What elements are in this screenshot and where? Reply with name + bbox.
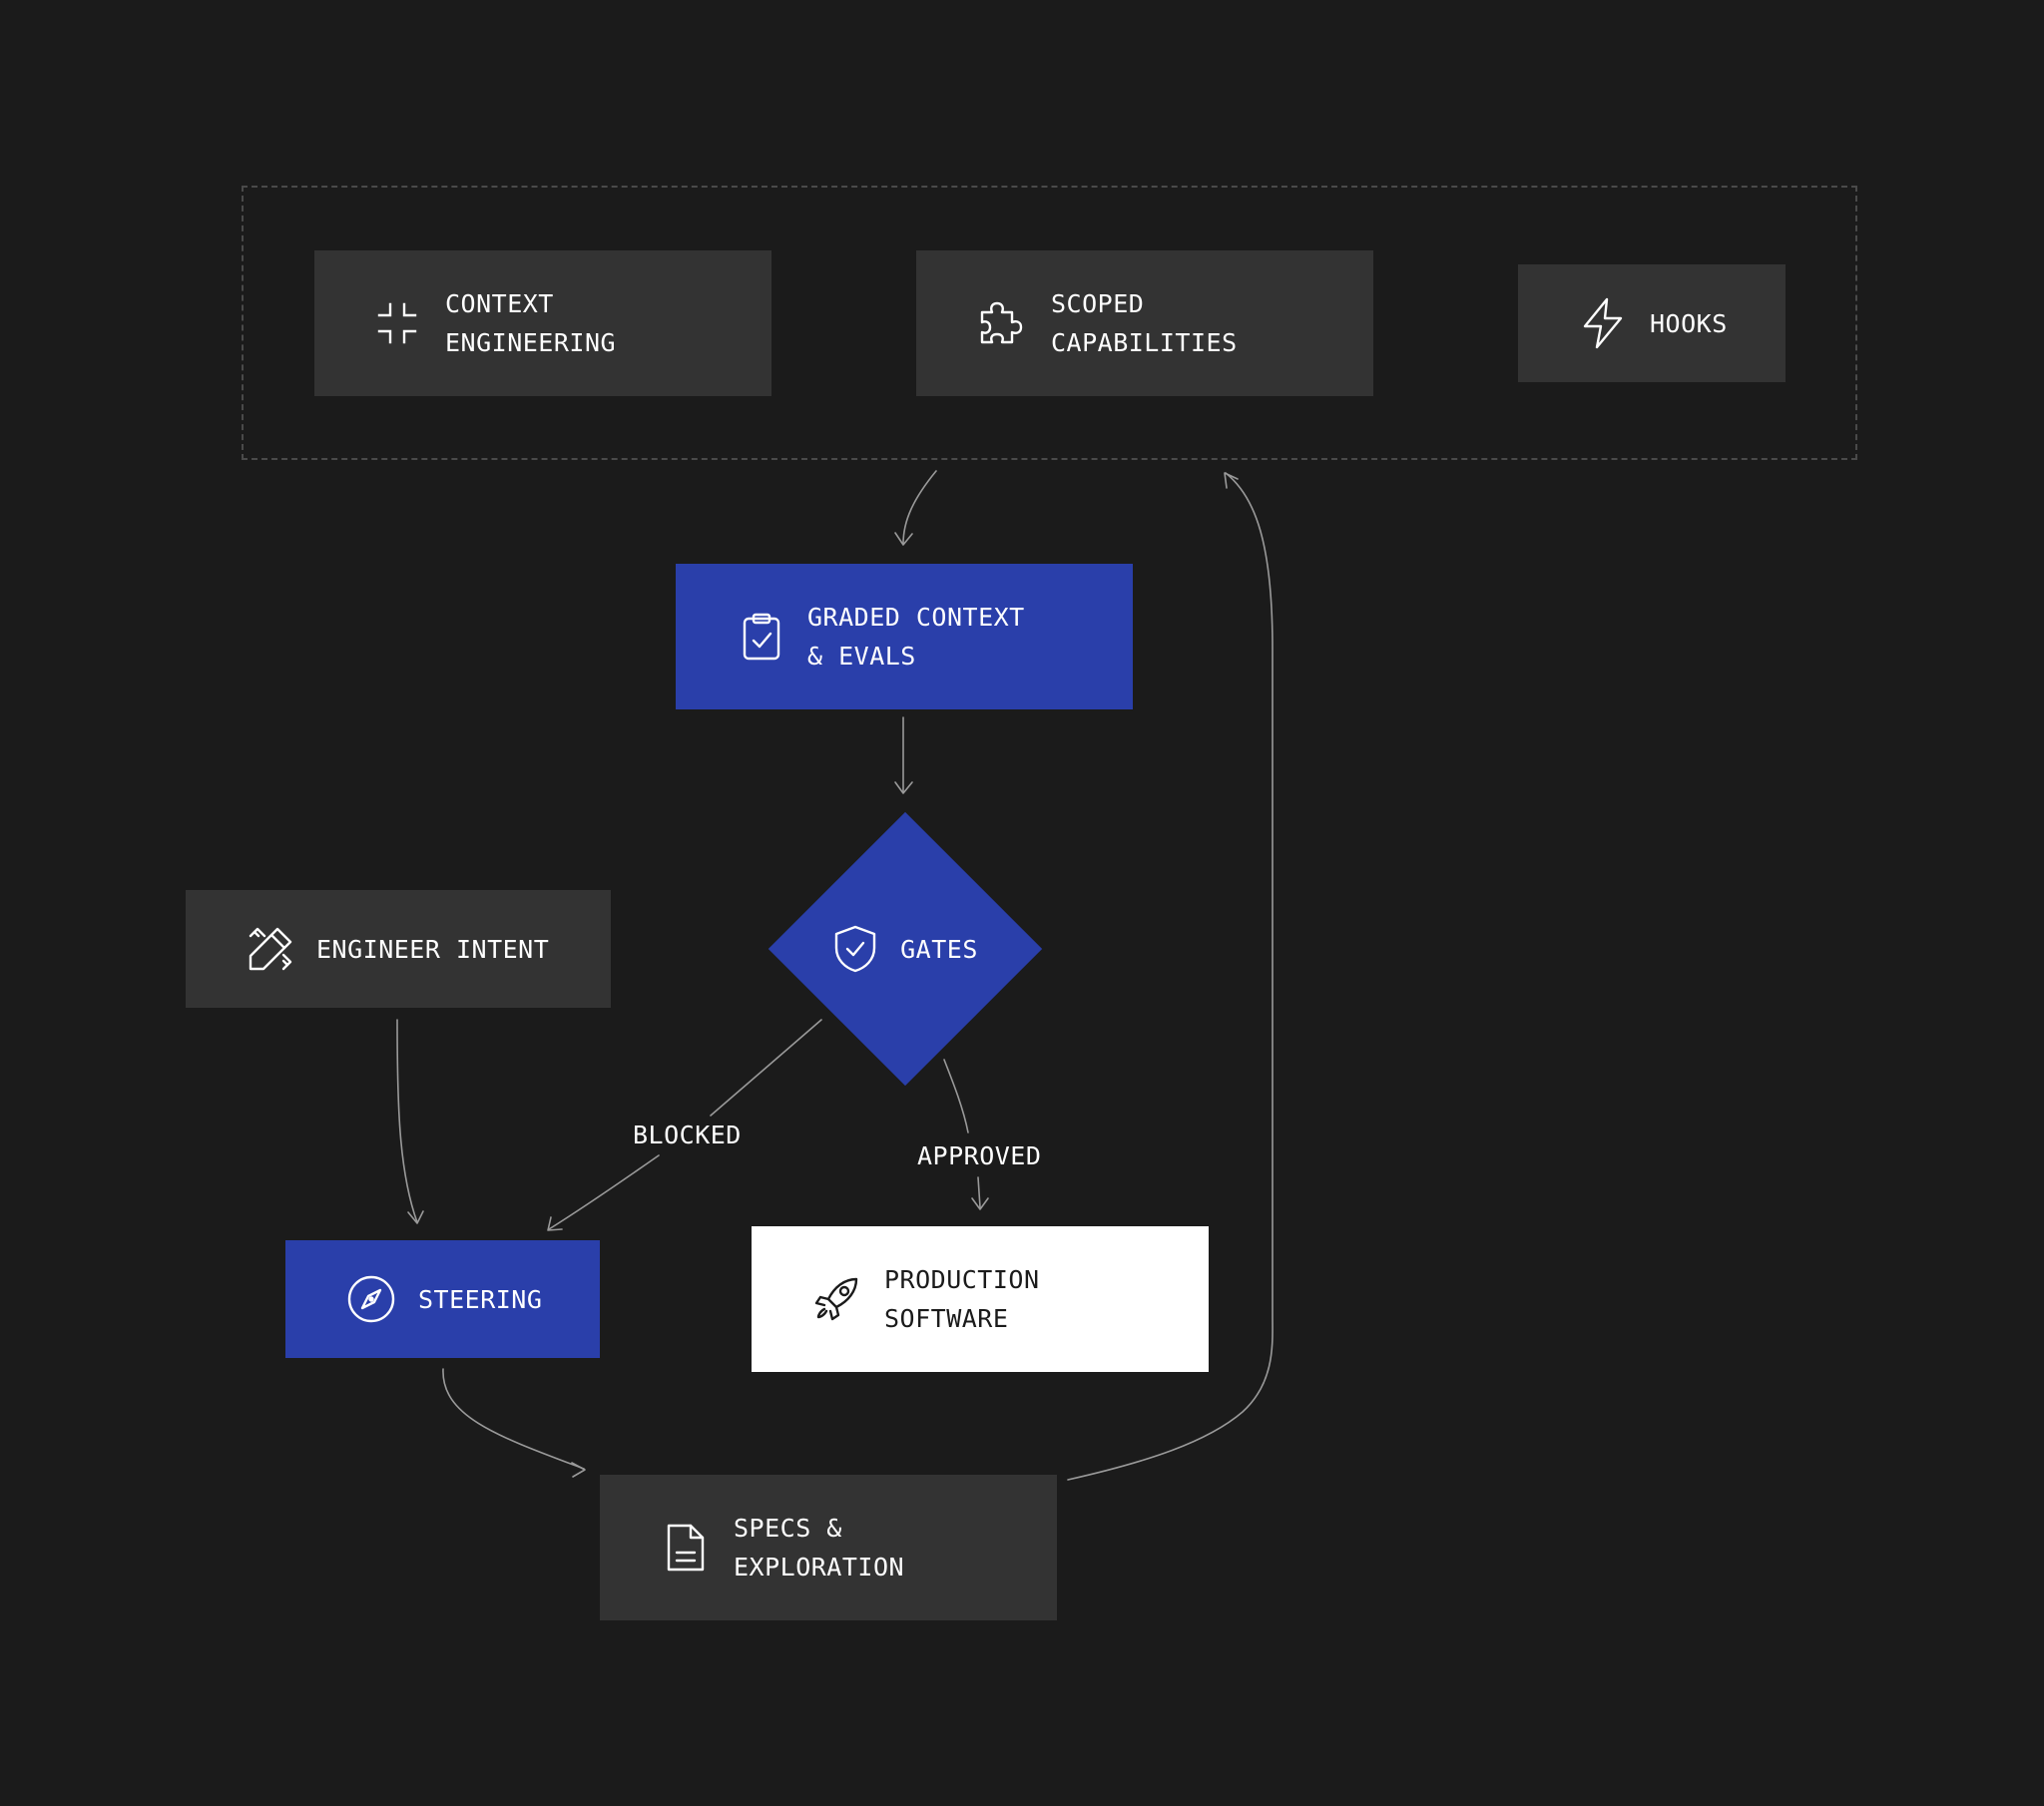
node-label: GATES bbox=[900, 934, 978, 964]
connector-steering-to-specs bbox=[442, 1368, 585, 1470]
edge-label-blocked: BLOCKED bbox=[629, 1119, 746, 1152]
node-label: SCOPED CAPABILITIES bbox=[1051, 289, 1238, 357]
shield-check-icon bbox=[832, 924, 878, 974]
compass-icon bbox=[346, 1274, 396, 1324]
connector-blocked-to-steering bbox=[548, 1154, 660, 1230]
collapse-arrows-icon bbox=[375, 301, 419, 345]
arrowhead bbox=[547, 1216, 563, 1231]
document-icon bbox=[666, 1523, 706, 1573]
connector-intent-to-steering bbox=[396, 1019, 418, 1223]
arrowhead bbox=[1224, 472, 1239, 489]
lightning-icon bbox=[1580, 296, 1626, 350]
node-context-engineering: CONTEXT ENGINEERING bbox=[314, 250, 771, 396]
node-label: SPECS & EXPLORATION bbox=[734, 1514, 905, 1581]
arrowhead bbox=[894, 532, 913, 546]
node-production-software: PRODUCTION SOFTWARE bbox=[752, 1226, 1209, 1372]
node-hooks: HOOKS bbox=[1518, 264, 1786, 382]
clipboard-check-icon bbox=[742, 612, 781, 662]
arrowhead bbox=[407, 1210, 424, 1224]
node-gates: GATES bbox=[767, 811, 1043, 1087]
node-engineer-intent: ENGINEER INTENT bbox=[186, 890, 611, 1008]
rocket-icon bbox=[812, 1275, 860, 1323]
arrowhead bbox=[571, 1462, 586, 1478]
edge-label-approved: APPROVED bbox=[913, 1139, 1046, 1173]
harness-group bbox=[242, 186, 1857, 460]
arrowhead bbox=[894, 781, 913, 794]
node-steering: STEERING bbox=[285, 1240, 600, 1358]
arrowhead bbox=[971, 1197, 989, 1210]
connector-approved-to-production bbox=[977, 1176, 981, 1208]
node-specs-exploration: SPECS & EXPLORATION bbox=[600, 1475, 1057, 1620]
node-label: GRADED CONTEXT & EVALS bbox=[807, 603, 1025, 671]
node-label: CONTEXT ENGINEERING bbox=[445, 289, 617, 357]
connector-group-to-graded bbox=[902, 470, 937, 545]
node-scoped-capabilities: SCOPED CAPABILITIES bbox=[916, 250, 1373, 396]
node-label: HOOKS bbox=[1650, 308, 1728, 338]
node-graded-context: GRADED CONTEXT & EVALS bbox=[676, 564, 1133, 709]
node-label: STEERING bbox=[418, 1284, 543, 1314]
node-label: PRODUCTION SOFTWARE bbox=[884, 1265, 1040, 1333]
pencil-ruler-icon bbox=[245, 923, 296, 975]
node-label: ENGINEER INTENT bbox=[316, 934, 550, 964]
puzzle-icon bbox=[977, 298, 1027, 348]
